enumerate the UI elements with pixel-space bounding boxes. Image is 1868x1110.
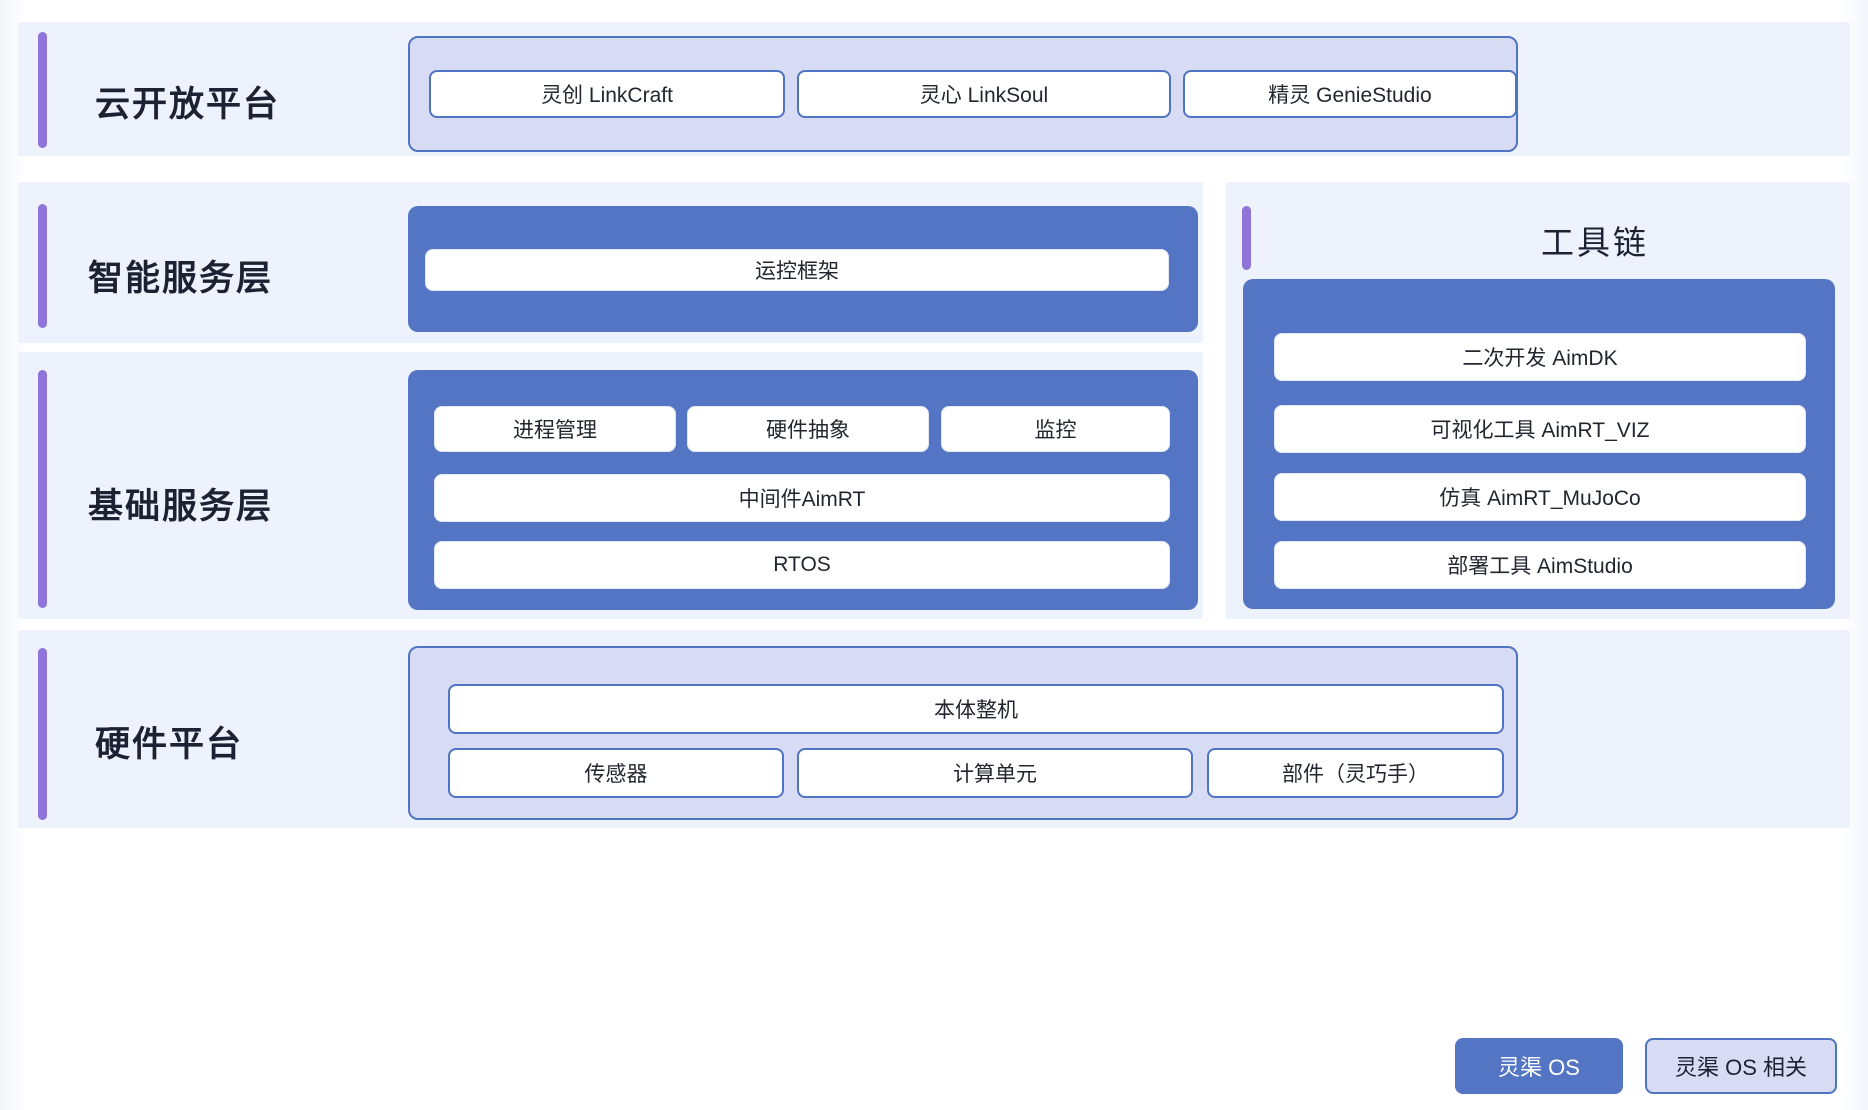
card-process-management[interactable]: 进程管理 bbox=[434, 406, 676, 452]
card-linkcraft[interactable]: 灵创 LinkCraft bbox=[429, 70, 785, 118]
card-compute-unit[interactable]: 计算单元 bbox=[797, 748, 1193, 798]
row-label-hardware-platform: 硬件平台 bbox=[95, 725, 244, 764]
card-aimrt-viz[interactable]: 可视化工具 AimRT_VIZ bbox=[1274, 405, 1806, 453]
row-accent-bar-cloud-platform bbox=[38, 32, 47, 148]
toolchain-title: 工具链 bbox=[1541, 224, 1649, 261]
card-rtos[interactable]: RTOS bbox=[434, 541, 1170, 589]
card-aimstudio[interactable]: 部署工具 AimStudio bbox=[1274, 541, 1806, 589]
card-aimrt-mujoco[interactable]: 仿真 AimRT_MuJoCo bbox=[1274, 473, 1806, 521]
row-accent-bar-intelligent-service bbox=[38, 204, 47, 328]
card-middleware-aimrt[interactable]: 中间件AimRT bbox=[434, 474, 1170, 522]
card-linksoul[interactable]: 灵心 LinkSoul bbox=[797, 70, 1171, 118]
legend-chip-lingqu-os[interactable]: 灵渠 OS bbox=[1455, 1038, 1623, 1094]
row-accent-bar-hardware-platform bbox=[38, 648, 47, 820]
card-geniestudio[interactable]: 精灵 GenieStudio bbox=[1183, 70, 1517, 118]
row-accent-bar-basic-service bbox=[38, 370, 47, 608]
toolchain-accent-bar bbox=[1242, 206, 1251, 270]
row-label-cloud-platform: 云开放平台 bbox=[95, 85, 281, 124]
legend-chip-lingqu-os-related[interactable]: 灵渠 OS 相关 bbox=[1645, 1038, 1837, 1094]
card-monitoring[interactable]: 监控 bbox=[941, 406, 1170, 452]
card-motion-control-framework[interactable]: 运控框架 bbox=[425, 249, 1169, 291]
card-hardware-abstraction[interactable]: 硬件抽象 bbox=[687, 406, 929, 452]
legend: 灵渠 OS 灵渠 OS 相关 bbox=[1455, 1038, 1837, 1094]
card-whole-machine[interactable]: 本体整机 bbox=[448, 684, 1504, 734]
card-dexterous-hand[interactable]: 部件（灵巧手） bbox=[1207, 748, 1504, 798]
card-sensor[interactable]: 传感器 bbox=[448, 748, 784, 798]
row-label-basic-service: 基础服务层 bbox=[88, 487, 274, 526]
row-label-intelligent-service: 智能服务层 bbox=[88, 259, 274, 298]
card-aimdk[interactable]: 二次开发 AimDK bbox=[1274, 333, 1806, 381]
